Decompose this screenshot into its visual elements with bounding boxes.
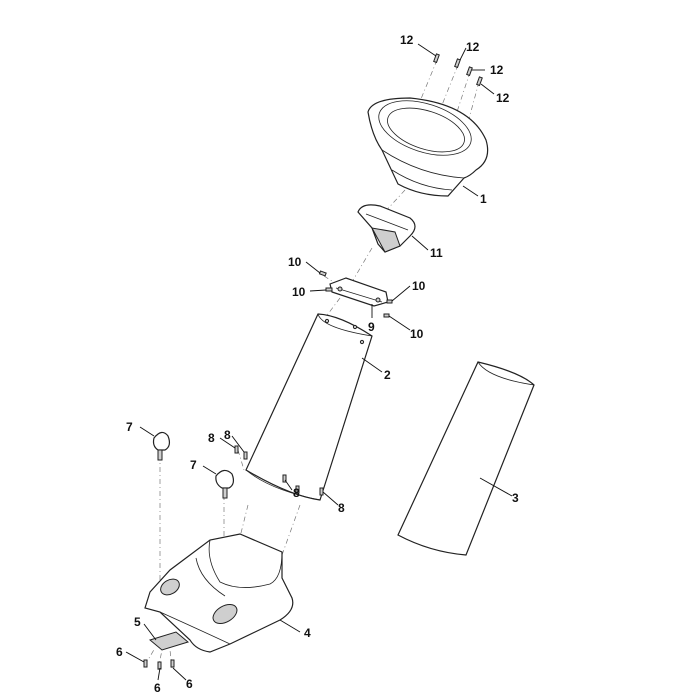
- callout-10c: 10: [412, 279, 426, 293]
- callout-8c: 8: [293, 486, 300, 500]
- knob-part-7-lower: [215, 469, 235, 499]
- callout-6c: 6: [186, 677, 193, 691]
- callout-labels: 12 12 12 12 1 11 10 10 10 10 9 2 3 7 7 8…: [116, 33, 519, 695]
- callout-8a: 8: [208, 431, 215, 445]
- callout-7b: 7: [190, 458, 197, 472]
- callout-7a: 7: [126, 420, 133, 434]
- callout-8d: 8: [338, 501, 345, 515]
- screw-set: [143, 53, 483, 670]
- guide-insert-part-11: [357, 204, 416, 253]
- callout-2: 2: [384, 368, 391, 382]
- holder-ring-part-9: [329, 277, 389, 307]
- callout-11: 11: [430, 246, 443, 260]
- knob-part-7-upper: [152, 431, 171, 461]
- callout-4: 4: [304, 626, 311, 640]
- callout-6b: 6: [154, 681, 161, 695]
- callout-12a: 12: [400, 33, 414, 47]
- chute-tube-part-2: [245, 313, 373, 501]
- callout-9: 9: [368, 320, 375, 334]
- callout-12d: 12: [496, 91, 510, 105]
- callout-12b: 12: [466, 40, 480, 54]
- callout-6a: 6: [116, 645, 123, 659]
- callout-10d: 10: [410, 327, 424, 341]
- leader-lines: [125, 43, 513, 681]
- hopper-funnel-part-1: [367, 97, 489, 197]
- callout-3: 3: [512, 491, 519, 505]
- callout-12c: 12: [490, 63, 504, 77]
- callout-1: 1: [480, 192, 487, 206]
- plate-part-5: [148, 631, 190, 651]
- callout-10b: 10: [292, 285, 306, 299]
- callout-10a: 10: [288, 255, 302, 269]
- sleeve-tube-part-3: [397, 361, 535, 556]
- callout-5: 5: [134, 615, 141, 629]
- callout-8b: 8: [224, 428, 231, 442]
